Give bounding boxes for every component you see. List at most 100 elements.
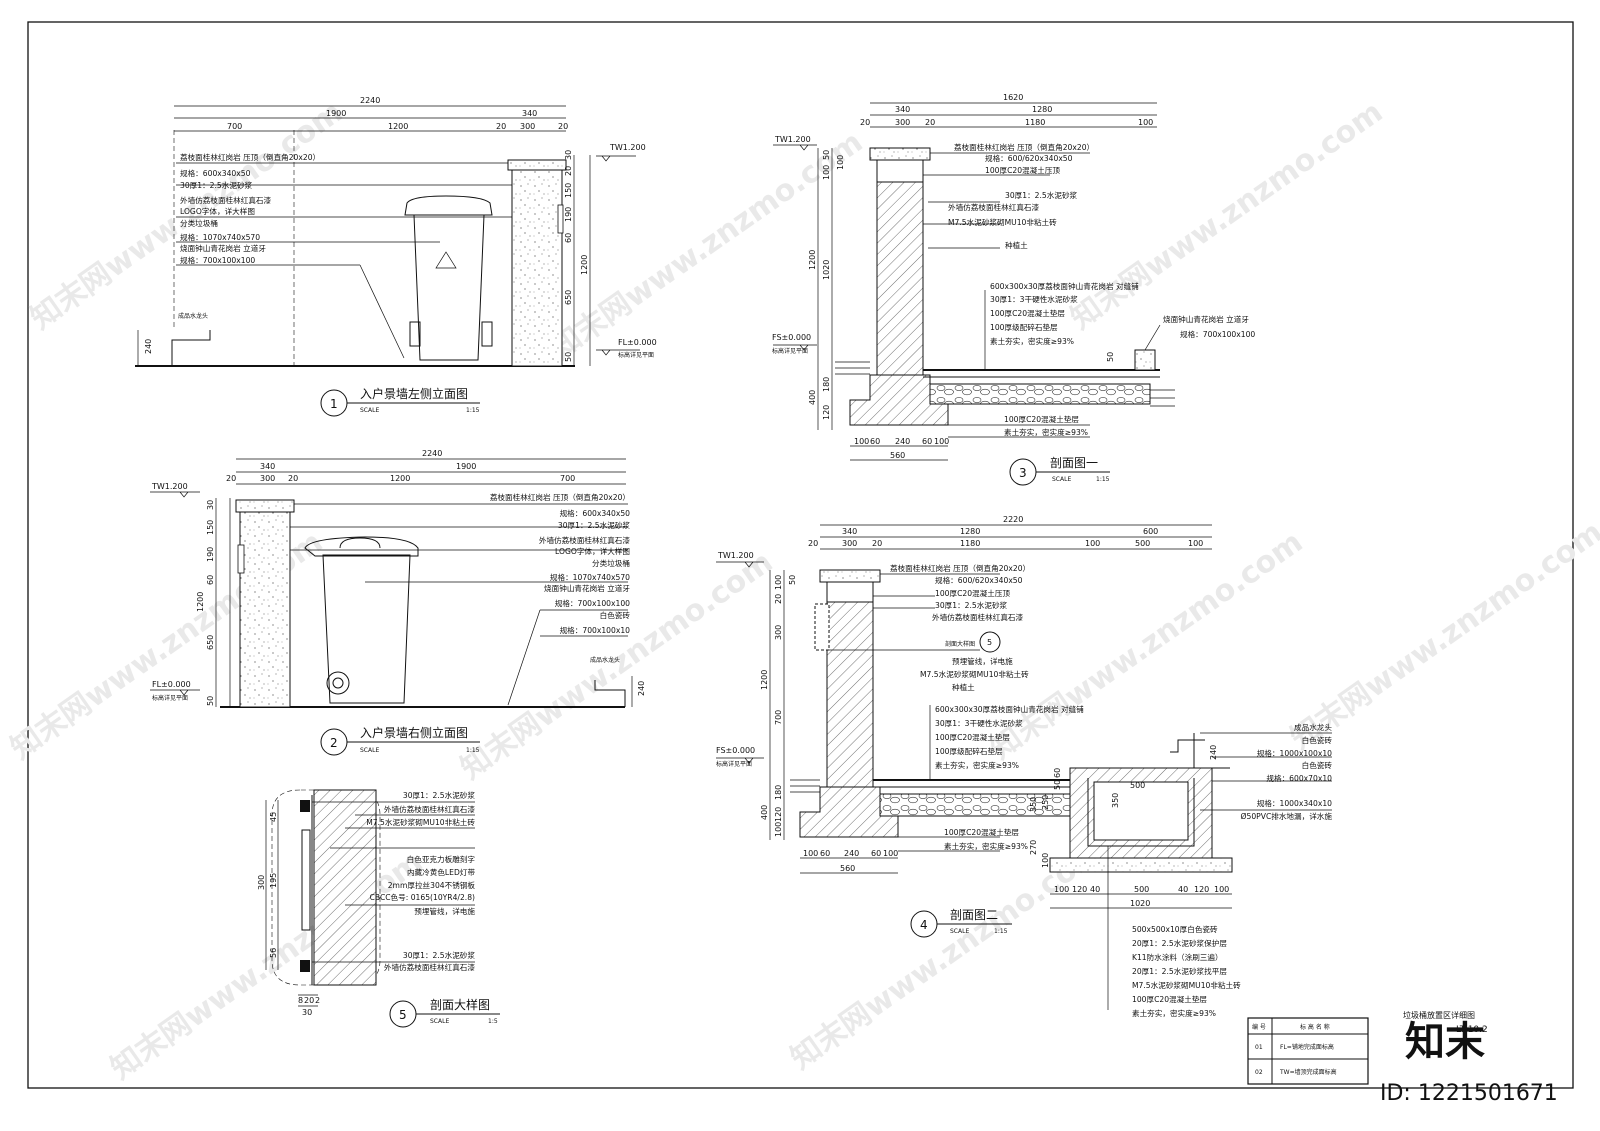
dim: 350: [1029, 797, 1038, 812]
annotation: 30厚1：3干硬性水泥砂浆: [935, 718, 1023, 728]
view-5-detail: 45 300 195 56 8 20 2 30 30厚1：2.5水泥砂浆 外墙仿…: [257, 789, 500, 1028]
drawing-id: LT-10.2: [1456, 1025, 1488, 1035]
view-title: 入户景墙右侧立面图: [360, 725, 468, 740]
annotation: 规格：1000x340x10: [1257, 798, 1332, 808]
annotation: 2mm厚拉丝304不锈钢板: [388, 880, 476, 890]
v4-pit-notes: 500x500x10厚白色瓷砖 20厚1：2.5水泥砂浆保护层 K11防水涂料（…: [1107, 846, 1241, 1018]
dim: 190: [206, 547, 215, 562]
dim: 100: [774, 575, 783, 590]
dim: 2: [315, 996, 320, 1005]
legend-name: TW=墙顶完成面标高: [1279, 1068, 1337, 1076]
dim: 120: [1072, 885, 1087, 894]
dim: 100: [803, 849, 818, 858]
dim: 120: [774, 807, 783, 822]
annotation: 30厚1：2.5水泥砂浆: [1005, 190, 1078, 200]
view-title: 剖面大样图: [430, 997, 490, 1012]
dim: 190: [564, 207, 573, 222]
dim: 150: [206, 520, 215, 535]
level-note: 标高详见平面: [716, 760, 752, 768]
annotation: 30厚1：2.5水泥砂浆: [180, 180, 253, 190]
dim: 100: [1214, 885, 1229, 894]
level-note: 标高详见平面: [618, 351, 654, 359]
dim: 100: [1041, 853, 1050, 868]
detail-ref-label: 剖面大样图: [945, 640, 975, 648]
annotation: 规格：1000x100x10: [1257, 748, 1332, 758]
annotation: 30厚1：3干硬性水泥砂浆: [990, 294, 1078, 304]
scale-value: 1:5: [488, 1018, 498, 1025]
annotation: 分类垃圾桶: [180, 218, 218, 228]
annotation: 荔枝面桂林红岗岩 压顶（倒直角20x20）: [890, 563, 1030, 573]
dim: 180: [774, 785, 783, 800]
dim: 600: [1143, 527, 1158, 536]
level-label: FL±0.000: [152, 680, 191, 689]
dim: 20: [860, 118, 870, 127]
brand-watermark: 知末: [1405, 1019, 1485, 1065]
dim: 300: [260, 474, 275, 483]
level-label: FS±0.000: [772, 333, 811, 342]
dim: 45: [269, 812, 278, 822]
dim: 400: [808, 390, 817, 405]
tap-label: 成品水龙头: [590, 656, 620, 664]
dim: 20: [774, 594, 783, 604]
dim: 700: [774, 710, 783, 725]
dim: 100: [883, 849, 898, 858]
dim: 30: [302, 1008, 312, 1017]
annotation: 素土夯实，密实度≥93%: [935, 760, 1019, 770]
watermark-text: 知末网www.znzmo.com: [105, 845, 430, 1087]
dim: 20: [564, 166, 573, 176]
annotation: 规格：700x100x100: [1180, 329, 1255, 339]
dim: 560: [840, 864, 855, 873]
legend-header: 编 号: [1252, 1023, 1266, 1031]
dim: 56: [269, 948, 278, 958]
annotation: 100厚C20混凝土垫层: [990, 308, 1065, 318]
view-title: 入户景墙左侧立面图: [360, 386, 468, 401]
annotation: M7.5水泥砂浆砌MU10非粘土砖: [366, 817, 475, 827]
dim: 1280: [960, 527, 980, 536]
dim: 30: [564, 150, 573, 160]
annotation: 100厚C20混凝土垫层: [1132, 994, 1207, 1004]
annotation: 规格：600x70x10: [1266, 773, 1332, 783]
annotation: 30厚1：2.5水泥砂浆: [935, 600, 1008, 610]
dim: 50: [1053, 780, 1062, 790]
dim: 195: [269, 873, 278, 888]
dim: 60: [870, 437, 880, 446]
v4-right-notes: 成品水龙头 白色瓷砖 规格：1000x100x10 白色瓷砖 规格：600x70…: [1200, 722, 1332, 821]
annotation: 规格：700x100x100: [180, 255, 255, 265]
dim: 1180: [960, 539, 980, 548]
dim: 100: [1054, 885, 1069, 894]
dim: 20: [925, 118, 935, 127]
annotation: 600x300x30厚荔枝面钟山青花岗岩 对缝铺: [990, 281, 1139, 291]
dim: 340: [895, 105, 910, 114]
tap-label: 成品水龙头: [178, 312, 208, 320]
dim: 60: [871, 849, 881, 858]
annotation: 30厚1：2.5水泥砂浆: [558, 520, 631, 530]
notes-pavement: 600x300x30厚荔枝面钟山青花岗岩 对缝铺 30厚1：3干硬性水泥砂浆 1…: [948, 281, 1255, 438]
dim: 100: [836, 155, 845, 170]
scale-value: 1:15: [466, 747, 480, 754]
dim: 50: [822, 150, 831, 160]
annotation: 规格：1070x740x570: [180, 232, 260, 242]
dim: 60: [564, 233, 573, 243]
annotation: 种植土: [952, 682, 975, 692]
dim: 100: [1138, 118, 1153, 127]
dim: 340: [260, 462, 275, 471]
annotation: 500x500x10厚白色瓷砖: [1132, 924, 1218, 934]
annotation: 种植土: [1005, 240, 1028, 250]
annotation: 预埋管线，详电施: [952, 656, 1013, 666]
scale-label: SCALE: [950, 928, 969, 935]
dim: 240: [637, 681, 646, 696]
dim: 180: [822, 377, 831, 392]
legend-no: 02: [1255, 1069, 1263, 1076]
annotation: 20厚1：2.5水泥砂浆保护层: [1132, 938, 1227, 948]
dim: 50: [788, 575, 797, 585]
annotation: 20厚1：2.5水泥砂浆找平层: [1132, 966, 1227, 976]
scale-label: SCALE: [430, 1018, 449, 1025]
annotation: 100厚C20混凝土垫层: [1004, 414, 1079, 424]
annotation: 外墙仿荔枝面桂林红真石漆: [948, 202, 1040, 212]
annotation: 规格：600/620x340x50: [935, 575, 1023, 585]
dim: 20: [288, 474, 298, 483]
annotation: 外墙仿荔枝面桂林红真石漆: [539, 535, 631, 545]
annotation: 外墙仿荔枝面桂林红真石漆: [384, 804, 476, 814]
dim: 2240: [360, 96, 380, 105]
